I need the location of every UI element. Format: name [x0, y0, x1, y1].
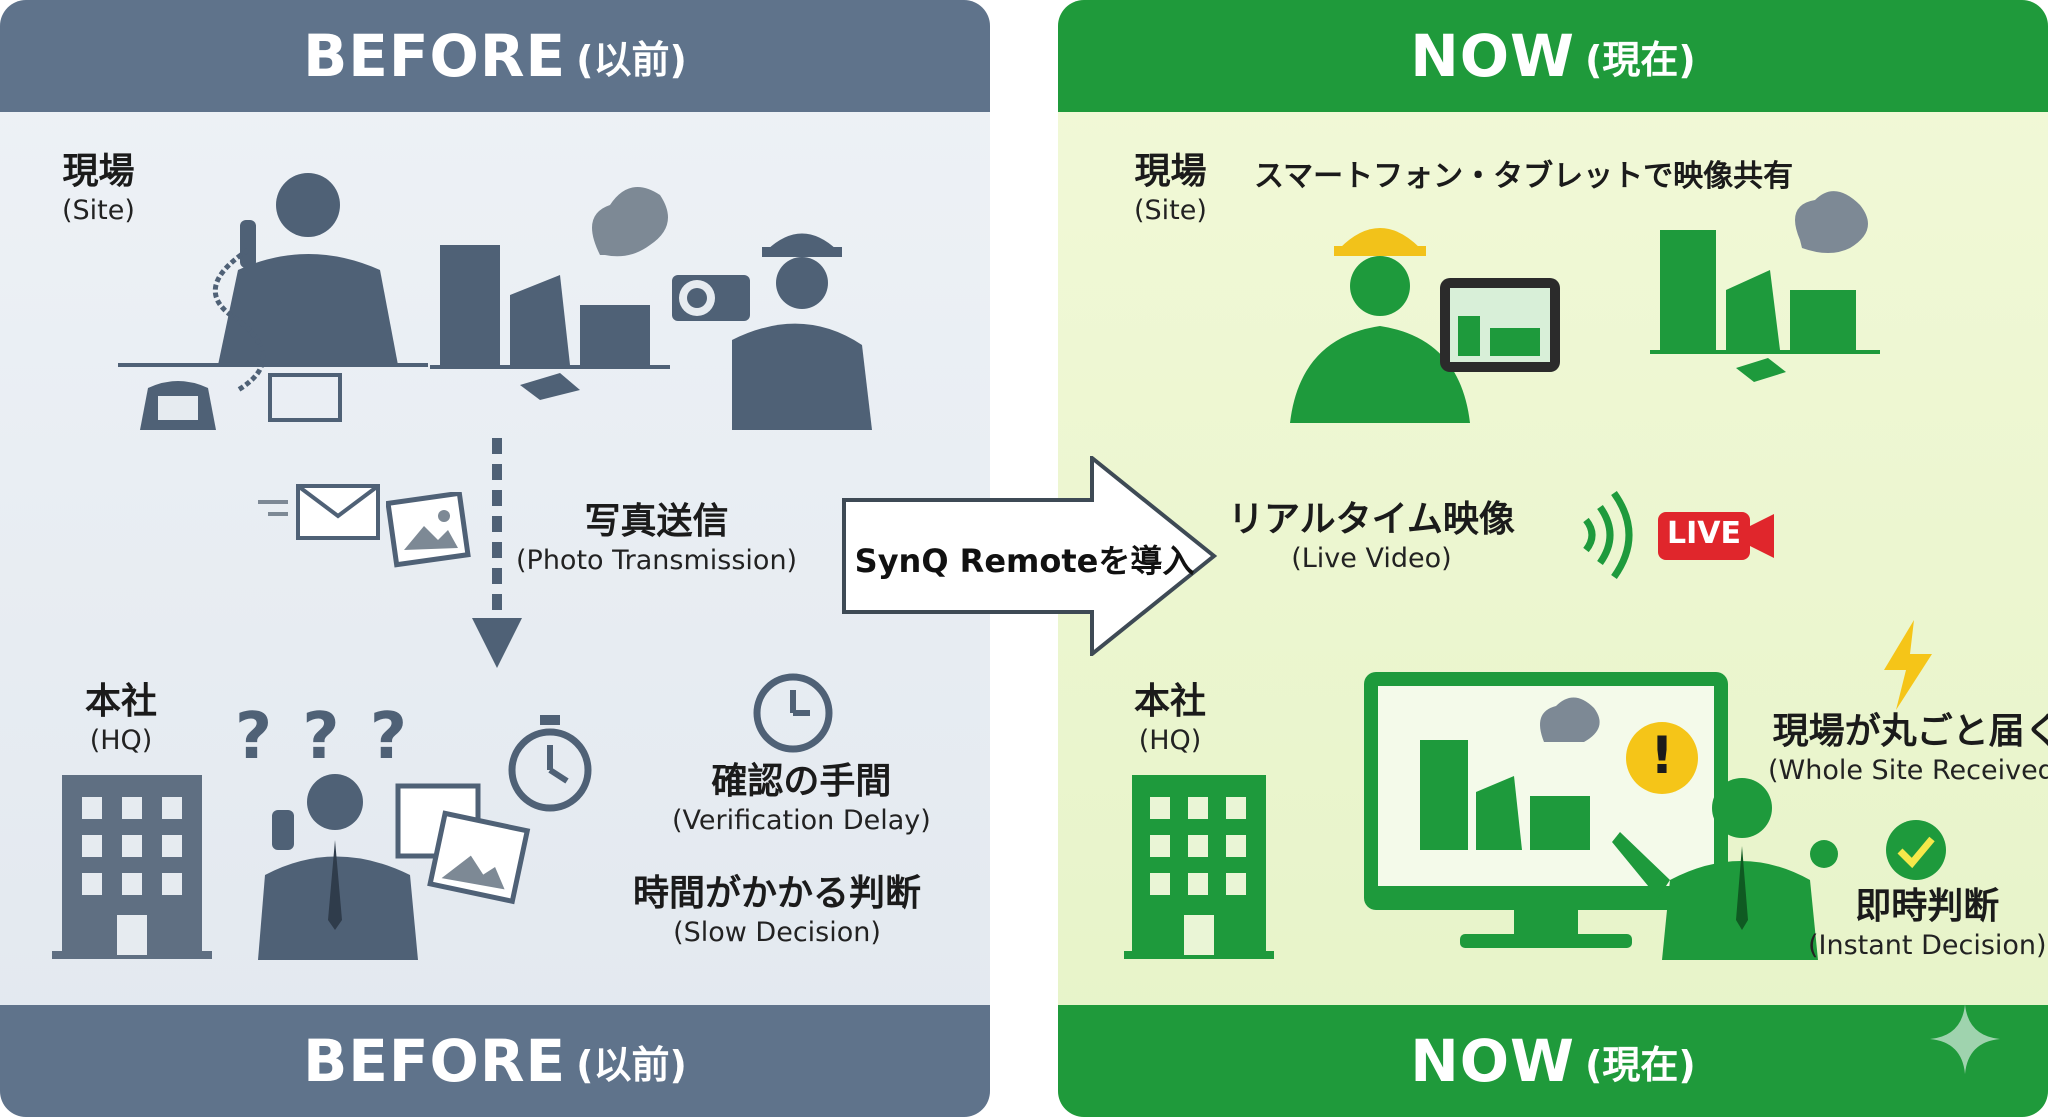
- photo-transmission-label: 写真送信 (Photo Transmission): [516, 500, 797, 578]
- whole-site-jp: 現場が丸ごと届く: [1772, 711, 2048, 752]
- live-badge-text: LIVE: [1667, 516, 1741, 551]
- before-panel: BEFORE (以前) 現場 (Site): [0, 0, 990, 1117]
- whole-site-label: 現場が丸ごと届く (Whole Site Received): [1768, 710, 2048, 788]
- verification-delay-label: 確認の手間 (Verification Delay): [672, 760, 931, 838]
- desk-phone-icon: [140, 381, 216, 430]
- video-share-text: スマートフォン・タブレットで映像共有: [1254, 159, 1794, 194]
- now-footer-title: NOW: [1410, 1027, 1576, 1095]
- before-header: BEFORE (以前): [0, 0, 990, 112]
- verification-delay-jp: 確認の手間: [711, 761, 892, 802]
- before-hq-label-en: (HQ): [89, 725, 153, 756]
- before-header-subtitle: (以前): [576, 37, 687, 82]
- wifi-signal-icon: [1578, 485, 1638, 585]
- slow-decision-en: (Slow Decision): [673, 917, 881, 948]
- damaged-equipment-green-illustration: [1650, 190, 1900, 400]
- question-marks-text: ? ? ?: [235, 700, 411, 774]
- whole-site-en: (Whole Site Received): [1768, 755, 2048, 786]
- building-green-icon: [1124, 775, 1274, 965]
- before-hq-label: 本社 (HQ): [85, 680, 157, 758]
- before-site-label: 現場 (Site): [62, 150, 135, 228]
- now-header-subtitle: (現在): [1585, 37, 1696, 82]
- clock-icon: [752, 672, 834, 754]
- now-hq-label-jp: 本社: [1134, 681, 1207, 722]
- before-hq-label-jp: 本社: [85, 681, 158, 722]
- transition-label: SynQ Remoteを導入: [854, 542, 1195, 580]
- instant-decision-en: (Instant Decision): [1808, 930, 2047, 961]
- video-share-label: スマートフォン・タブレットで映像共有: [1254, 155, 1793, 199]
- alert-mark-text: !: [1650, 726, 1674, 786]
- alert-icon: !: [1624, 720, 1700, 796]
- photo-icon: [386, 492, 476, 572]
- building-icon: [52, 775, 212, 965]
- before-footer-title: BEFORE: [303, 1027, 567, 1095]
- dotted-arrow-down: [472, 438, 522, 678]
- slow-decision-jp: 時間がかかる判断: [633, 873, 922, 914]
- transition-arrow: [842, 456, 1218, 656]
- damaged-equipment-illustration: [430, 165, 690, 405]
- now-footer: NOW (現在): [1058, 1005, 2048, 1117]
- pointing-businessman-illustration: [1610, 770, 1840, 960]
- instant-decision-label: 即時判断 (Instant Decision): [1808, 885, 2047, 963]
- confused-businessman-illustration: [240, 770, 490, 960]
- before-header-title: BEFORE: [303, 22, 567, 90]
- now-site-label-en: (Site): [1134, 195, 1207, 226]
- before-footer-subtitle: (以前): [576, 1042, 687, 1087]
- instant-decision-jp: 即時判断: [1855, 886, 2000, 927]
- before-site-label-jp: 現場: [62, 151, 135, 192]
- verification-delay-en: (Verification Delay): [672, 805, 931, 836]
- camera-icon: [672, 205, 882, 435]
- live-video-label: リアルタイム映像 (Live Video): [1228, 498, 1515, 576]
- sparkle-icon: [1930, 1004, 2000, 1074]
- photo-transmission-jp: 写真送信: [584, 501, 729, 542]
- envelope-icon: [258, 480, 388, 550]
- photo-transmission-en: (Photo Transmission): [516, 545, 798, 576]
- slow-decision-label: 時間がかかる判断 (Slow Decision): [633, 872, 921, 950]
- live-video-en: (Live Video): [1291, 543, 1452, 574]
- now-site-label: 現場 (Site): [1134, 150, 1207, 228]
- now-hq-label-en: (HQ): [1138, 725, 1202, 756]
- before-footer: BEFORE (以前): [0, 1005, 990, 1117]
- stopwatch-icon: [505, 715, 595, 815]
- now-header: NOW (現在): [1058, 0, 2048, 112]
- before-site-label-en: (Site): [62, 195, 135, 226]
- now-footer-subtitle: (現在): [1585, 1042, 1696, 1087]
- check-icon: [1884, 818, 1948, 882]
- now-site-label-jp: 現場: [1134, 151, 1207, 192]
- live-camera-icon: LIVE: [1658, 512, 1778, 562]
- helmet-worker-illustration: [1290, 208, 1570, 438]
- photo-stack-icon: [392, 780, 532, 910]
- live-video-jp: リアルタイム映像: [1228, 499, 1515, 540]
- now-header-title: NOW: [1410, 22, 1576, 90]
- lightning-icon: [1878, 620, 1938, 710]
- now-panel: NOW (現在) 現場 (Site) スマートフォン・タブレットで映像共有: [1058, 0, 2048, 1117]
- now-hq-label: 本社 (HQ): [1134, 680, 1206, 758]
- tablet-icon: [1440, 278, 1560, 372]
- office-worker-phone-illustration: [118, 160, 438, 440]
- question-marks: ? ? ?: [235, 700, 411, 774]
